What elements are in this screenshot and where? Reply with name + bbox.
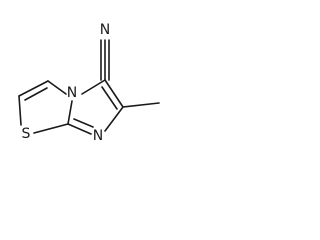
c3-c2-bond: [18, 80, 49, 97]
imidazole-nitrogen-label: N: [93, 128, 103, 144]
n7-c7a-bond: [67, 123, 92, 135]
bridgehead-nitrogen-label: N: [67, 85, 77, 101]
sulfur-label: S: [22, 126, 31, 142]
c5-n4-bond: [81, 79, 106, 95]
s1-c7a-bond: [33, 123, 69, 134]
c3-c2-inner-bond: [24, 87, 48, 101]
methyl-bond: [122, 102, 160, 108]
c5-c6-inner-bond: [101, 86, 118, 110]
structure-diagram: N N N S: [18, 22, 160, 144]
thiazole-ring: [18, 80, 69, 134]
c5-c6-bond: [104, 79, 124, 108]
n4-c3-bond: [47, 80, 67, 95]
c2-s1-bond: [18, 95, 22, 126]
c6-n7-bond: [104, 106, 124, 132]
n4-c7a-bond: [67, 100, 73, 125]
n7-c7a-inner-bond: [73, 118, 94, 128]
imidazole-ring: [67, 79, 124, 135]
nitrile-group: [100, 39, 110, 81]
nitrile-nitrogen-label: N: [100, 22, 110, 38]
